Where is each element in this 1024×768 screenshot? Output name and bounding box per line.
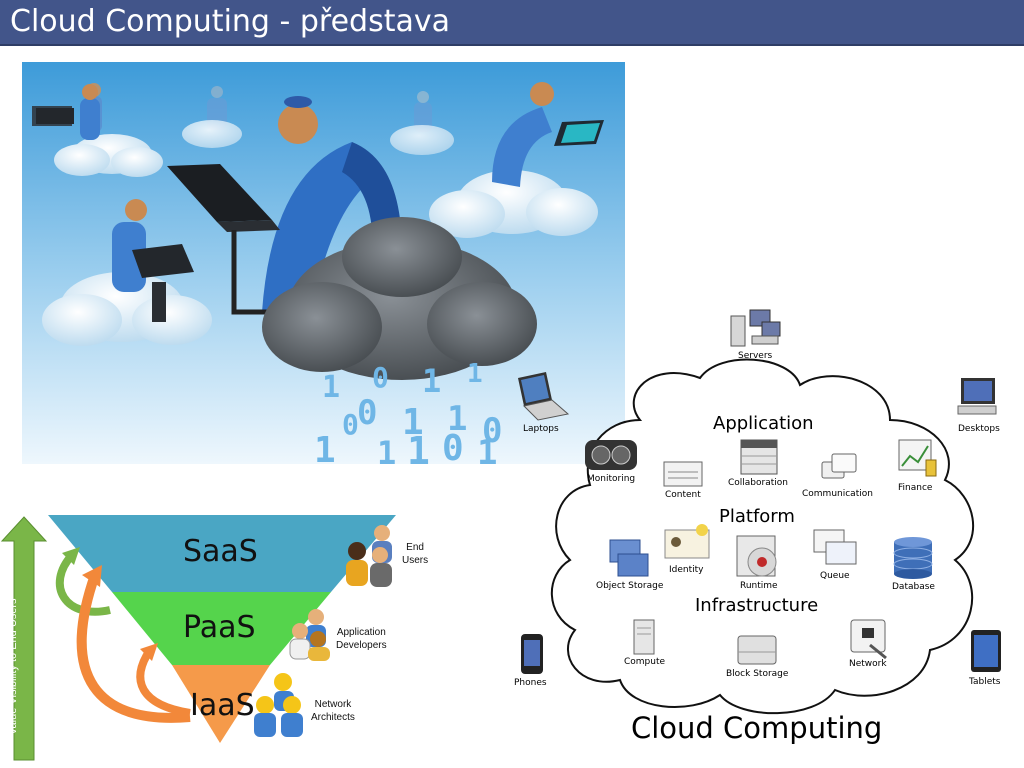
paas-label: PaaS bbox=[183, 610, 256, 645]
content-label: Content bbox=[665, 490, 701, 500]
binary-digit: 1 bbox=[314, 430, 336, 464]
monitoring-icon bbox=[585, 440, 637, 470]
binary-digit: 1 bbox=[467, 359, 483, 389]
end-users-label-line: End bbox=[406, 542, 424, 553]
network-architects-icon bbox=[254, 673, 303, 737]
block-storage-label: Block Storage bbox=[726, 669, 789, 679]
binary-digit: 1 bbox=[402, 402, 424, 443]
platform-heading: Platform bbox=[719, 506, 795, 527]
collaboration-label: Collaboration bbox=[728, 478, 788, 488]
service-pyramid bbox=[0, 515, 396, 761]
binary-digit: 1 bbox=[322, 370, 340, 405]
phones-label: Phones bbox=[514, 678, 547, 688]
binary-digit: 1 bbox=[407, 429, 430, 464]
communication-icon bbox=[821, 453, 857, 479]
white-cloud-top-mid bbox=[182, 120, 242, 148]
binary-digit: 0 bbox=[482, 411, 502, 451]
value-visibility-label: Value Visibility to End Users bbox=[7, 598, 19, 735]
finance-label: Finance bbox=[898, 483, 933, 493]
monitoring-label: Monitoring bbox=[587, 474, 636, 484]
identity-icon bbox=[664, 524, 710, 559]
network-icon bbox=[850, 619, 887, 660]
block-storage-icon bbox=[737, 635, 777, 665]
iaas-label: IaaS bbox=[190, 688, 255, 723]
identity-label: Identity bbox=[669, 565, 704, 575]
end-users-label-line: Users bbox=[402, 555, 429, 566]
runtime-label: Runtime bbox=[740, 581, 778, 591]
cloud-computing-title: Cloud Computing bbox=[631, 711, 883, 745]
network-architects-label-line: Network bbox=[314, 699, 352, 710]
app-developers-icon bbox=[289, 609, 330, 661]
desktops-label: Desktops bbox=[958, 424, 1000, 434]
figure-top-left bbox=[36, 84, 100, 140]
desktops-icon bbox=[957, 378, 997, 415]
figure-left-on-cloud bbox=[112, 199, 194, 322]
figure-top-right bbox=[492, 82, 604, 187]
white-cloud-top-right bbox=[390, 125, 454, 155]
binary-digit: 0 bbox=[372, 361, 389, 394]
saas-layer bbox=[48, 515, 396, 592]
communication-label: Communication bbox=[802, 489, 873, 499]
app-developers-label: Application Developers bbox=[336, 626, 387, 652]
servers-icon bbox=[730, 309, 781, 347]
phones-icon bbox=[521, 634, 543, 674]
curved-arrow-green bbox=[55, 552, 111, 616]
application-heading: Application bbox=[713, 413, 814, 434]
content-icon bbox=[663, 461, 703, 487]
network-architects-label-line: Architects bbox=[311, 712, 355, 723]
binary-digit: 0 bbox=[442, 428, 464, 464]
curved-arrow-orange-inner bbox=[136, 647, 191, 717]
tablets-label: Tablets bbox=[969, 677, 1001, 687]
database-icon bbox=[893, 537, 933, 579]
end-users-icon bbox=[346, 525, 392, 587]
collaboration-icon bbox=[740, 439, 778, 475]
distant-figure-right bbox=[414, 91, 432, 132]
white-cloud-left bbox=[42, 272, 212, 346]
paas-layer bbox=[112, 592, 331, 665]
database-label: Database bbox=[892, 582, 935, 592]
slide-title-bar: Cloud Computing - představa bbox=[0, 0, 1024, 46]
binary-digit: 0 bbox=[342, 408, 359, 441]
dark-cloud bbox=[262, 217, 537, 380]
white-cloud-top-left bbox=[54, 134, 163, 177]
binary-digit: 1 bbox=[422, 362, 441, 400]
compute-label: Compute bbox=[624, 657, 666, 667]
end-users-label: End Users bbox=[402, 541, 428, 567]
binary-digit: 1 bbox=[447, 399, 467, 439]
binary-digit: 1 bbox=[377, 434, 396, 464]
tablets-icon bbox=[971, 630, 1001, 672]
saas-label: SaaS bbox=[183, 534, 258, 569]
iaas-layer bbox=[172, 665, 270, 743]
curved-arrow-orange bbox=[76, 573, 191, 723]
finance-icon bbox=[898, 439, 937, 477]
app-developers-label-line: Developers bbox=[336, 640, 387, 651]
laptops-icon bbox=[518, 372, 570, 421]
binary-digit: 1 bbox=[477, 433, 497, 464]
queue-label: Queue bbox=[820, 571, 850, 581]
compute-icon bbox=[633, 619, 655, 655]
object-storage-label: Object Storage bbox=[596, 581, 664, 591]
object-storage-icon bbox=[609, 539, 649, 577]
servers-label: Servers bbox=[738, 351, 773, 361]
binary-digits: 1 0 1 1 0 1 1 0 1 1 0 1 1 0 bbox=[314, 359, 502, 464]
network-architects-label: Network Architects bbox=[311, 698, 355, 724]
runtime-icon bbox=[736, 535, 777, 577]
visibility-arrow bbox=[0, 516, 48, 761]
infrastructure-heading: Infrastructure bbox=[695, 595, 819, 616]
queue-icon bbox=[813, 529, 857, 565]
app-developers-label-line: Application bbox=[336, 627, 386, 638]
laptops-label: Laptops bbox=[523, 424, 559, 434]
network-label: Network bbox=[849, 659, 887, 669]
slide-title: Cloud Computing - představa bbox=[10, 4, 450, 39]
white-cloud-right bbox=[429, 170, 598, 238]
binary-digit: 0 bbox=[357, 393, 377, 433]
